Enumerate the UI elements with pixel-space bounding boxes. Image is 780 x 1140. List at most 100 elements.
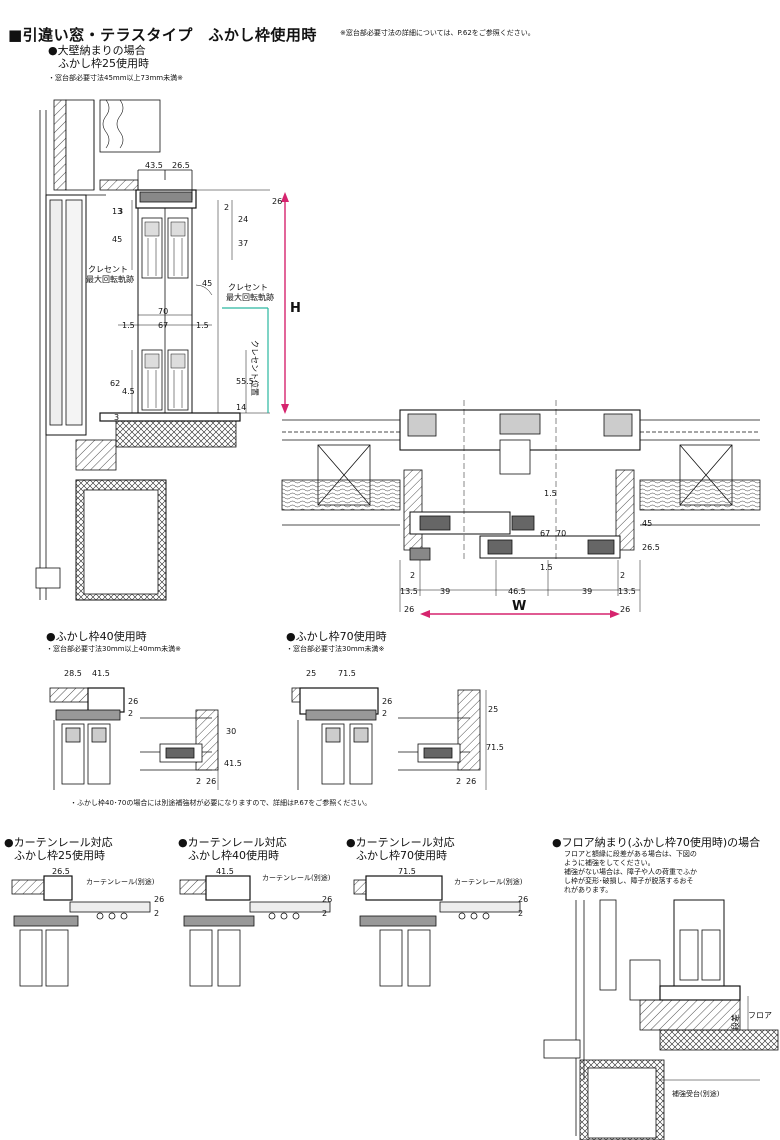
- crescent-position-line: [222, 307, 269, 413]
- section-heading-40: ●ふかし枠40使用時 ・窓台部必要寸法30mm以上40mm未満※: [46, 630, 181, 656]
- crescent-label-left: クレセント: [88, 265, 128, 274]
- crescent-label-right: クレセント: [228, 283, 268, 292]
- dim-f70-5: 71.5: [486, 743, 504, 752]
- dim-f70-0: 25: [306, 669, 316, 678]
- height-arrow-H: [281, 192, 289, 414]
- dim-main-low-4: 14: [236, 403, 246, 412]
- subheading-text: ふかし枠25使用時: [14, 849, 105, 862]
- dim-plan-b2: 39: [440, 587, 450, 596]
- dim-c40-2: 2: [322, 909, 327, 918]
- crescent-track-label-left: 最大回転軌跡: [86, 274, 134, 284]
- section-25-drawing: [35, 99, 270, 601]
- dim-f40-1: 41.5: [92, 669, 110, 678]
- dim-f40-2: 2: [128, 709, 133, 718]
- dim-plan-b5: 13.5: [618, 587, 636, 596]
- dim-main-mid-2: 67: [158, 321, 168, 330]
- dim-main-right-2: 37: [238, 239, 248, 248]
- curtain-rail-label-25: カーテンレール(別途): [86, 877, 155, 886]
- reinforce-note: ・ふかし枠40･70の場合には別途補強材が必要になりますので、詳細はP.67をご…: [70, 799, 372, 807]
- note-text: ・窓台部必要寸法45mm以上73mm未満※: [48, 74, 183, 82]
- dim-c40-0: 41.5: [216, 867, 234, 876]
- dim-main-mid-1: 1.5: [122, 321, 135, 330]
- page-title: ■引違い窓・テラスタイプ ふかし枠使用時: [8, 26, 317, 44]
- subheading-text: ふかし枠40使用時: [188, 849, 279, 862]
- dim-main-top-1: 26.5: [172, 161, 190, 170]
- curtain-rail-label-40: カーテンレール(別途): [262, 873, 331, 882]
- heading-text: ●カーテンレール対応: [4, 836, 113, 849]
- dim-c70-2: 2: [518, 909, 523, 918]
- section-heading-c70: ●カーテンレール対応 ふかし枠70使用時: [346, 836, 455, 862]
- dim-main-right-3: 26: [272, 197, 282, 206]
- section-heading-c40: ●カーテンレール対応 ふかし枠40使用時: [178, 836, 287, 862]
- dim-c70-0: 71.5: [398, 867, 416, 876]
- heading-text: ●大壁納まりの場合: [48, 44, 146, 57]
- dim-c25-2: 2: [154, 909, 159, 918]
- dim-plan-5: 26.5: [642, 543, 660, 552]
- dim-c40-1: 26: [322, 895, 332, 904]
- heading-text: ●フロア納まり(ふかし枠70使用時)の場合: [552, 836, 761, 849]
- floor-explanation: フロアと額縁に段差がある場合は、下図の ように補強をしてください。 補強がない場…: [552, 849, 778, 895]
- dim-c25-0: 26.5: [52, 867, 70, 876]
- section-heading-floor: ●フロア納まり(ふかし枠70使用時)の場合 フロアと額縁に段差がある場合は、下図…: [552, 836, 778, 895]
- detail-40-drawing: [49, 687, 219, 790]
- dim-main-left-1: 3: [118, 207, 123, 216]
- dim-main-low-2: 3: [114, 413, 119, 422]
- drawing-labels: 43.5 26.5 2 24 37 26 13 3 45 70 1.5 67 1…: [52, 161, 772, 1098]
- dim-plan-b7: 26: [404, 605, 414, 614]
- curtain-rail-label-70: カーテンレール(別途): [454, 877, 523, 886]
- dim-plan-2: 70: [556, 529, 566, 538]
- dim-c70-1: 26: [518, 895, 528, 904]
- floor-step-label: 段差: [730, 1014, 740, 1030]
- heading-text: ●カーテンレール対応: [178, 836, 287, 849]
- width-label: W: [512, 599, 526, 614]
- dim-main-mid-3: 1.5: [196, 321, 209, 330]
- section-heading-c25: ●カーテンレール対応 ふかし枠25使用時: [4, 836, 113, 862]
- note-text: ・窓台部必要寸法30mm以上40mm未満※: [46, 645, 181, 653]
- dim-main-right-0: 2: [224, 203, 229, 212]
- floor-label: フロア: [748, 1011, 772, 1020]
- section-heading-70: ●ふかし枠70使用時 ・窓台部必要寸法30mm未満※: [286, 630, 387, 656]
- dim-main-low-3: 55.5: [236, 377, 254, 386]
- dim-f70-4: 25: [488, 705, 498, 714]
- dim-plan-b4: 39: [582, 587, 592, 596]
- heading-text: ●ふかし枠70使用時: [286, 630, 387, 643]
- dim-f40-6: 2: [196, 777, 201, 786]
- dim-f70-2: 2: [382, 709, 387, 718]
- dim-plan-b1: 13.5: [400, 587, 418, 596]
- floor-line: フロアと額縁に段差がある場合は、下図の: [564, 850, 697, 858]
- curtain-70-drawing: [353, 875, 521, 987]
- dim-plan-1: 67: [540, 529, 550, 538]
- dim-f40-0: 28.5: [64, 669, 82, 678]
- dim-plan-b0: 2: [410, 571, 415, 580]
- dim-main-top-0: 43.5: [145, 161, 163, 170]
- curtain-40-drawing: [179, 875, 331, 987]
- plan-view-drawing: [281, 400, 761, 612]
- width-arrow-W: [420, 610, 620, 618]
- title-note: ※窓台部必要寸法の詳細については、P.62をご参照ください。: [340, 29, 535, 37]
- heading-text: ●カーテンレール対応: [346, 836, 455, 849]
- dim-plan-b3: 46.5: [508, 587, 526, 596]
- heading-text: ●ふかし枠40使用時: [46, 630, 147, 643]
- dim-f70-1: 71.5: [338, 669, 356, 678]
- note-text: ・窓台部必要寸法30mm未満※: [286, 645, 385, 653]
- floor-line: れがあります。: [564, 886, 613, 894]
- dim-main-low-0: 62: [110, 379, 120, 388]
- dim-f40-5: 41.5: [224, 759, 242, 768]
- dim-f70-7: 26: [466, 777, 476, 786]
- dim-f70-6: 2: [456, 777, 461, 786]
- dim-f70-3: 26: [382, 697, 392, 706]
- dim-main-left-2: 45: [112, 235, 122, 244]
- dim-plan-b6: 2: [620, 571, 625, 580]
- dim-f40-4: 30: [226, 727, 236, 736]
- dim-main-left-0: 13: [112, 207, 122, 216]
- dim-f40-3: 26: [128, 697, 138, 706]
- section-heading-25: ●大壁納まりの場合 ふかし枠25使用時 ・窓台部必要寸法45mm以上73mm未満…: [48, 44, 183, 85]
- dim-main-right-1: 24: [238, 215, 248, 224]
- dim-f40-7: 26: [206, 777, 216, 786]
- subheading-text: ふかし枠70使用時: [356, 849, 447, 862]
- dim-plan-4: 45: [642, 519, 652, 528]
- floor-detail-drawing: [543, 899, 779, 1140]
- crescent-position-label: クレセント位置: [250, 340, 260, 396]
- crescent-track-label-right: 最大回転軌跡: [226, 292, 274, 302]
